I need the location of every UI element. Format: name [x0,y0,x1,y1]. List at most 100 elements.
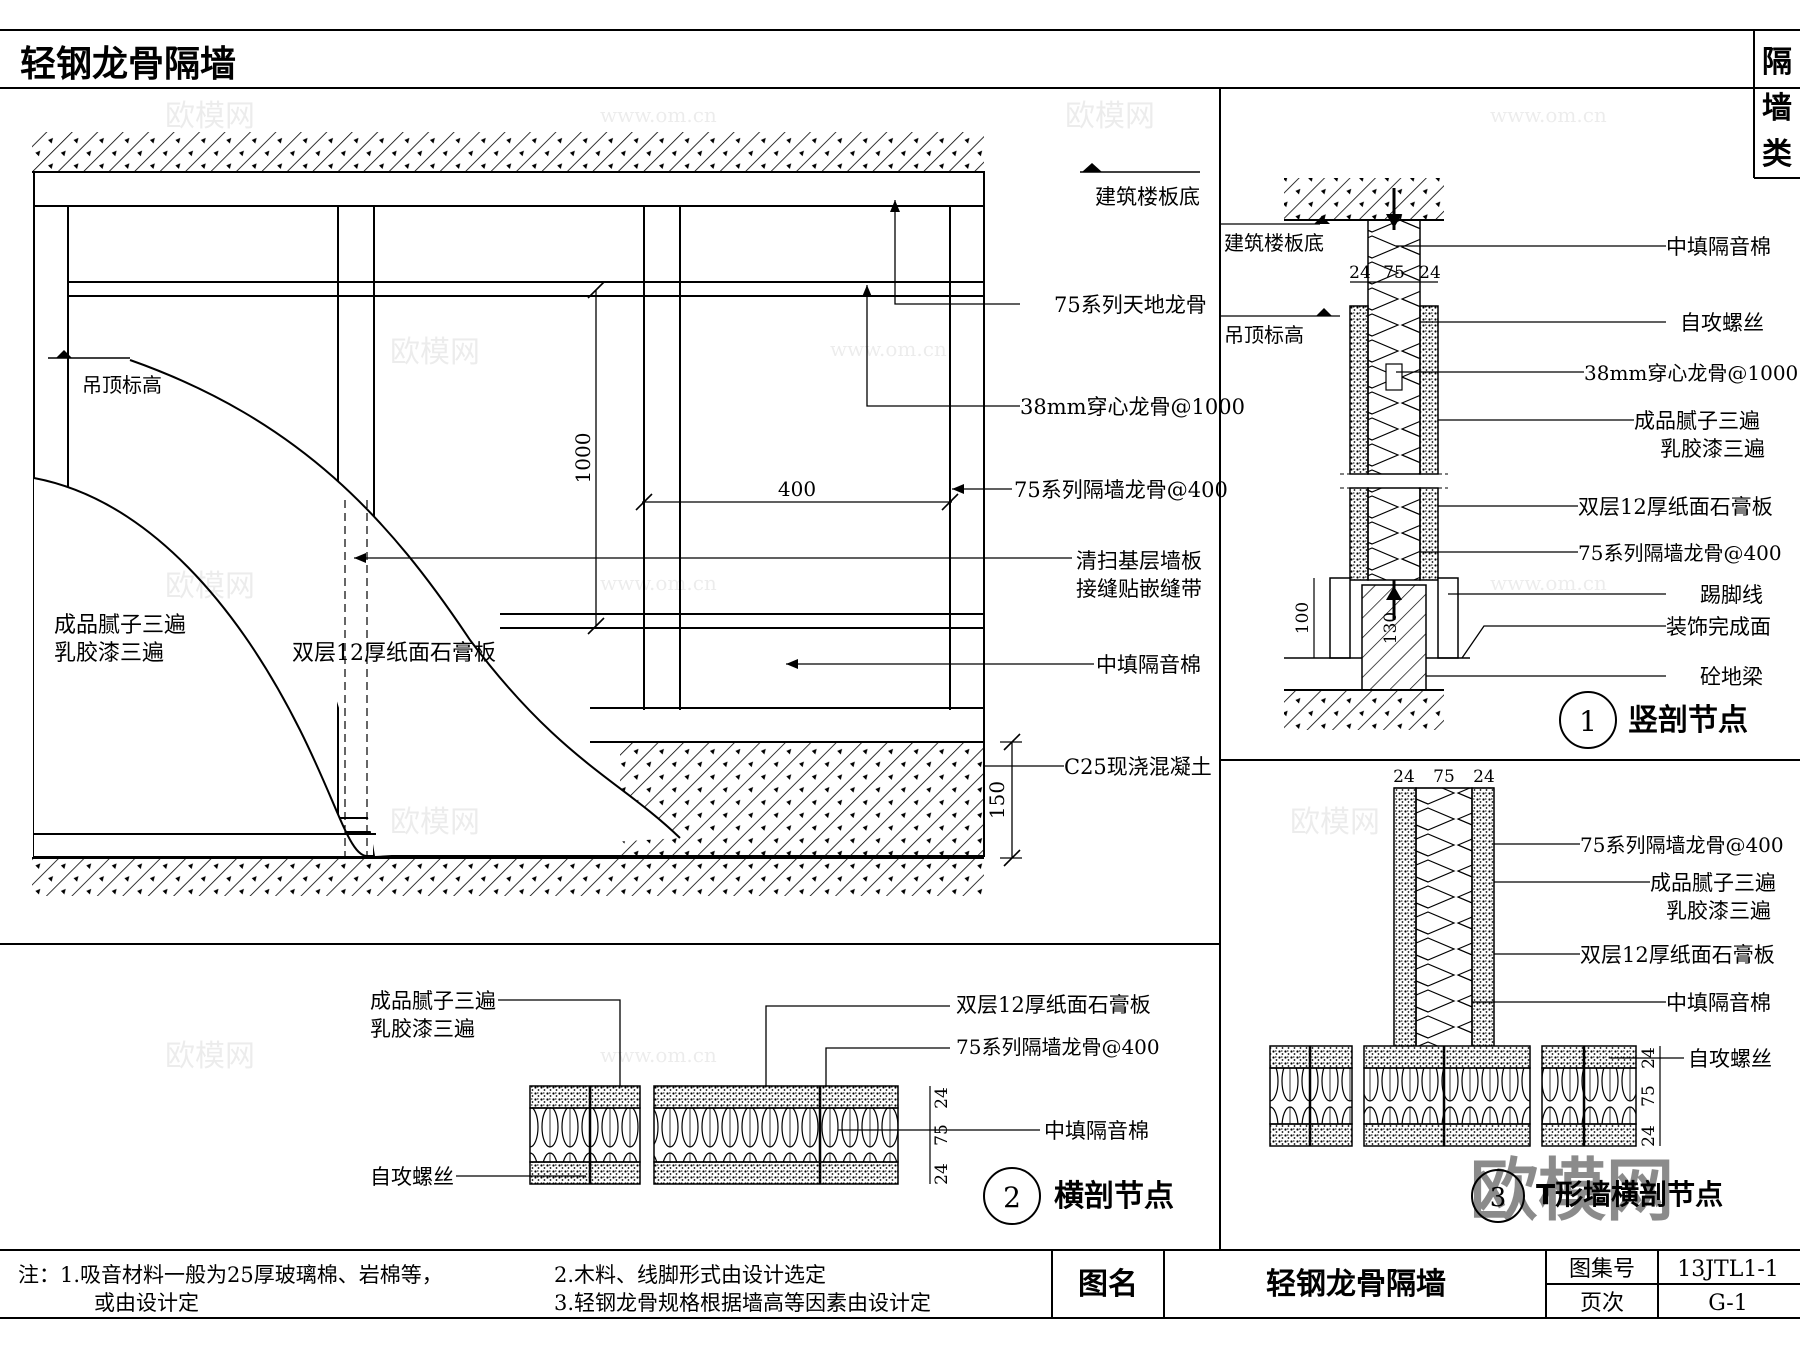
watermark-url-4: www.om.cn [600,571,717,595]
dim-curb-height: 150 [985,781,1009,819]
label-paint-2-c: 乳胶漆三遍 [1666,899,1771,923]
title-block-atlas-label: 图集号 [1569,1257,1635,1282]
label-channel-v: 38mm穿心龙骨@1000 [1584,361,1798,385]
dim-c2-24b: 24 [1639,1125,1659,1147]
top-floor-slab [32,132,984,172]
watermark-brand-large: 欧模网 [1470,1152,1674,1231]
node-1-badge [1559,691,1617,749]
note-3: 3.轻钢龙骨规格根据墙高等因素由设计定 [554,1291,931,1315]
label-paint-1-c: 成品腻子三遍 [1650,871,1776,895]
note-1b: 或由设计定 [94,1291,199,1315]
concrete-curb [620,742,984,858]
label-paint-1: 成品腻子三遍 [54,613,186,638]
dim-h-24b: 24 [932,1163,952,1185]
node-2-badge [983,1167,1041,1225]
label-paint-1-v: 成品腻子三遍 [1634,409,1760,433]
wool-core-v [1367,219,1421,475]
label-paint-2: 乳胶漆三遍 [54,641,164,666]
label-channel: 38mm穿心龙骨@1000 [1020,395,1245,419]
watermark: 欧模网 www.om.cn 欧模网 www.om.cn 欧模网 www.om.c… [165,99,1607,1074]
watermark-url-1: www.om.cn [600,103,717,127]
board-cutaway-right [130,360,680,856]
category-tag-2: 墙 [1762,91,1792,126]
label-insulation: 中填隔音棉 [1096,653,1201,677]
label-board: 双层12厚纸面石膏板 [292,641,496,666]
label-ceiling-level: 吊顶标高 [82,373,162,397]
dim-channel-spacing: 1000 [571,433,595,484]
dim-h-75: 75 [932,1124,952,1146]
label-ceiling-level-v: 吊顶标高 [1224,323,1304,347]
label-floor-slab-bottom: 建筑楼板底 [1095,185,1200,209]
label-clean-board: 清扫基层墙板 [1076,549,1202,573]
node-2-number: 2 [1003,1181,1021,1214]
label-insulation-c: 中填隔音棉 [1666,991,1771,1015]
board-cutaway-left [34,478,370,857]
vertical-section: 建筑楼板底 吊顶标高 24 75 24 100 130 中填隔音棉 自攻螺丝 3… [1220,178,1798,749]
main-elevation: 吊顶标高 建筑楼板底 75系列天地龙骨 38mm穿心龙骨@1000 75系列隔墙… [32,132,1245,896]
label-screw-h: 自攻螺丝 [370,1165,454,1189]
node-3-title: T形墙横剖节点 [1536,1178,1723,1211]
title-block [0,1250,1800,1319]
skirting-v [1329,577,1351,659]
title-block-name-label: 图名 [1078,1267,1138,1302]
label-screw-c: 自攻螺丝 [1688,1047,1772,1071]
dim-v-24a: 24 [1349,263,1371,283]
label-floor-slab-bottom-v: 建筑楼板底 [1224,231,1324,255]
title-block-page-label: 页次 [1580,1291,1624,1316]
title-block-page: G-1 [1708,1291,1747,1316]
dim-c-75: 75 [1433,767,1455,787]
watermark-brand-7: 欧模网 [1290,805,1380,840]
watermark-url-7: www.om.cn [1490,571,1607,595]
watermark-url-2: www.om.cn [1490,103,1607,127]
top-slab-v [1284,178,1444,220]
dim-c-24a: 24 [1393,767,1415,787]
dim-v-24b: 24 [1419,263,1441,283]
title-block-name: 轻钢龙骨隔墙 [1266,1267,1446,1302]
watermark-brand-5: 欧模网 [390,805,480,840]
label-joint-tape: 接缝贴嵌缝带 [1076,577,1202,601]
node-3-number: 3 [1490,1183,1507,1213]
dim-h-24a: 24 [932,1087,952,1109]
watermark-brand-2: 欧模网 [1065,99,1155,134]
watermark-brand-1: 欧模网 [165,99,255,134]
dim-c-24b: 24 [1473,767,1495,787]
label-stud-c: 75系列隔墙龙骨@400 [1580,833,1784,857]
label-insulation-h: 中填隔音棉 [1044,1119,1149,1143]
label-board-v: 双层12厚纸面石膏板 [1578,495,1773,519]
node-1-number: 1 [1579,705,1597,738]
label-board-c: 双层12厚纸面石膏板 [1580,943,1775,967]
watermark-brand-3: 欧模网 [390,335,480,370]
horizontal-section: 24 75 24 成品腻子三遍 乳胶漆三遍 双层12厚纸面石膏板 75系列隔墙龙… [370,989,1174,1225]
node-2-title: 横剖节点 [1054,1179,1174,1214]
page-title: 轻钢龙骨隔墙 [20,44,236,85]
dim-c2-75: 75 [1639,1085,1659,1107]
label-track: 75系列天地龙骨 [1054,293,1207,317]
corner-section: 24 75 24 24 75 24 75系列隔墙龙骨@400 成品腻子三遍 乳胶… [1269,767,1784,1223]
node-3-badge [1471,1169,1525,1223]
label-paint-2-v: 乳胶漆三遍 [1660,437,1765,461]
category-tag-3: 类 [1762,137,1792,172]
category-tag-1: 隔 [1762,45,1792,80]
label-curb-v: 砼地梁 [1700,665,1763,689]
label-paint-2-h: 乳胶漆三遍 [370,1017,475,1041]
dim-v-100: 100 [1293,602,1313,634]
watermark-url-6: www.om.cn [600,1043,717,1067]
watermark-url-3: www.om.cn [830,337,947,361]
bottom-slab-v [1284,690,1444,730]
label-screw-v: 自攻螺丝 [1680,311,1764,335]
label-skirting-v: 踢脚线 [1700,583,1763,607]
dim-stud-spacing: 400 [778,477,816,501]
dim-v-75: 75 [1383,263,1405,283]
label-paint-1-h: 成品腻子三遍 [370,989,496,1013]
label-concrete: C25现浇混凝土 [1064,755,1212,779]
dim-v-130: 130 [1381,612,1401,644]
label-board-h: 双层12厚纸面石膏板 [956,993,1151,1017]
note-1: 注：1.吸音材料一般为25厚玻璃棉、岩棉等， [18,1263,443,1287]
label-stud: 75系列隔墙龙骨@400 [1014,478,1228,502]
note-2: 2.木料、线脚形式由设计选定 [554,1263,826,1287]
label-stud-h: 75系列隔墙龙骨@400 [956,1035,1160,1059]
sheet-frame [0,29,1800,1251]
label-insulation-v: 中填隔音棉 [1666,235,1771,259]
watermark-brand-6: 欧模网 [165,1039,255,1074]
